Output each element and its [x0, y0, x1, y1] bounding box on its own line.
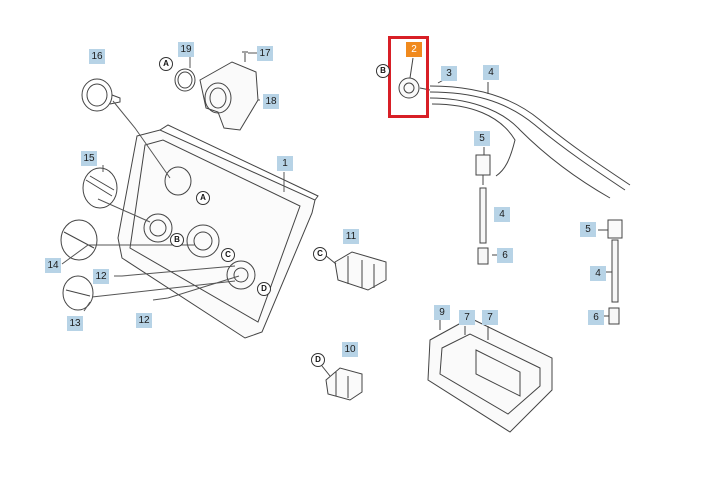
ref-circle-d: D: [311, 353, 325, 367]
part-tag-4a[interactable]: 4: [483, 65, 499, 80]
ref-circle-b: B: [170, 233, 184, 247]
part-tag-1[interactable]: 1: [277, 156, 293, 171]
part-tag-19[interactable]: 19: [178, 42, 194, 57]
part-tag-18[interactable]: 18: [263, 94, 279, 109]
part-tag-16[interactable]: 16: [89, 49, 105, 64]
part-tag-4c[interactable]: 4: [590, 266, 606, 281]
knobs: [60, 78, 121, 311]
highlight-frame: [388, 36, 429, 118]
part-tag-12a[interactable]: 12: [93, 269, 109, 284]
part-tag-5b[interactable]: 5: [580, 222, 596, 237]
bracket-assembly: [174, 51, 259, 131]
sensor-harness: [398, 57, 631, 199]
ref-circle-c: C: [313, 247, 327, 261]
part-tag-11[interactable]: 11: [343, 229, 359, 244]
part-tag-15[interactable]: 15: [81, 151, 97, 166]
part-tag-13[interactable]: 13: [67, 316, 83, 331]
ref-circle-c: C: [221, 248, 235, 262]
control-board: [427, 317, 553, 433]
ref-circle-b: B: [376, 64, 390, 78]
part-tag-12b[interactable]: 12: [136, 313, 152, 328]
ref-circle-d: D: [257, 282, 271, 296]
temperature-probes: [475, 147, 623, 325]
ref-circle-a: A: [196, 191, 210, 205]
part-tag-7b[interactable]: 7: [482, 310, 498, 325]
part-tag-2[interactable]: 2: [406, 42, 422, 57]
part-tag-5a[interactable]: 5: [474, 131, 490, 146]
part-tag-4b[interactable]: 4: [494, 207, 510, 222]
leader-lines: [61, 52, 285, 312]
part-tag-3[interactable]: 3: [441, 66, 457, 81]
switch-blocks: [321, 251, 387, 401]
part-tag-6b[interactable]: 6: [588, 310, 604, 325]
part-tag-10[interactable]: 10: [342, 342, 358, 357]
part-tag-14[interactable]: 14: [45, 258, 61, 273]
part-tag-6a[interactable]: 6: [497, 248, 513, 263]
part-tag-17[interactable]: 17: [257, 46, 273, 61]
part-tag-7a[interactable]: 7: [459, 310, 475, 325]
part-tag-9[interactable]: 9: [434, 305, 450, 320]
ref-circle-a: A: [159, 57, 173, 71]
